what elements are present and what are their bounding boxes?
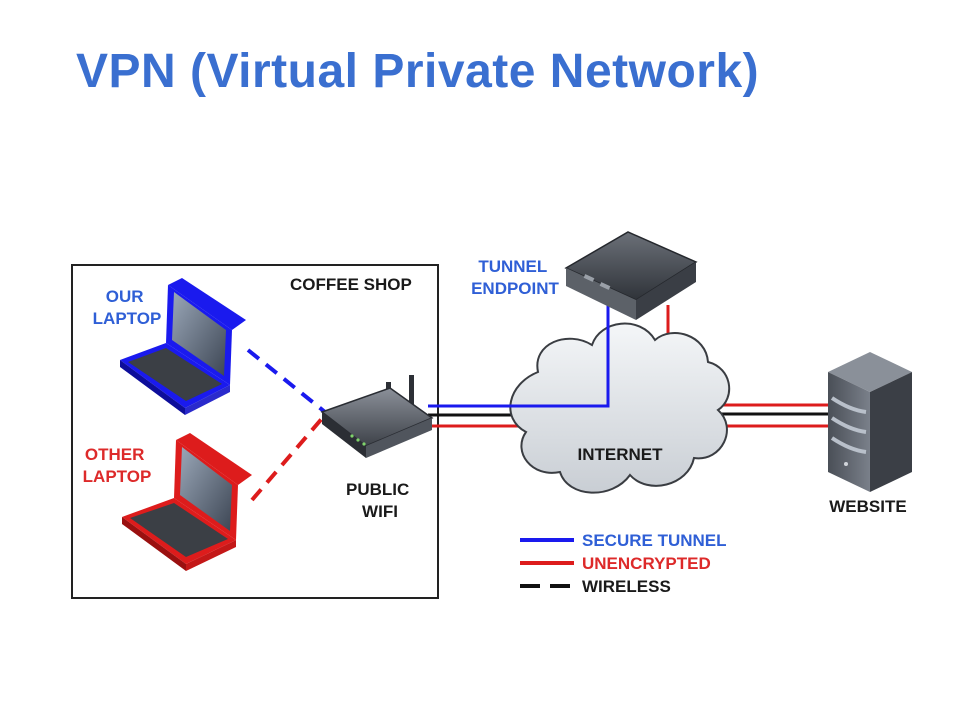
our-laptop-label: OUR LAPTOP [93, 287, 162, 328]
wifi-label: PUBLIC WIFI [346, 480, 414, 521]
website-server-icon [828, 352, 912, 492]
coffee-shop-label: COFFEE SHOP [290, 275, 412, 294]
secure-tunnel-link [428, 300, 610, 408]
wireless-link-our-laptop [246, 348, 327, 414]
wireless-link-other-laptop [250, 413, 327, 502]
legend-label-wireless: WIRELESS [582, 577, 671, 596]
internet-label: INTERNET [578, 445, 664, 464]
tunnel-endpoint-server-icon [564, 231, 698, 320]
legend: SECURE TUNNEL UNENCRYPTED WIRELESS [520, 531, 727, 596]
tunnel-endpoint-label: TUNNEL ENDPOINT [471, 257, 559, 298]
our-laptop-icon [120, 278, 246, 415]
slide-title: VPN (Virtual Private Network) [76, 45, 760, 98]
other-laptop-label: OTHER LAPTOP [83, 445, 152, 486]
legend-label-secure-tunnel: SECURE TUNNEL [582, 531, 727, 550]
internet-cloud-icon [509, 322, 731, 494]
router-icon [320, 375, 434, 458]
legend-label-unencrypted: UNENCRYPTED [582, 554, 711, 573]
other-laptop-icon [122, 433, 252, 571]
website-label: WEBSITE [829, 497, 906, 516]
